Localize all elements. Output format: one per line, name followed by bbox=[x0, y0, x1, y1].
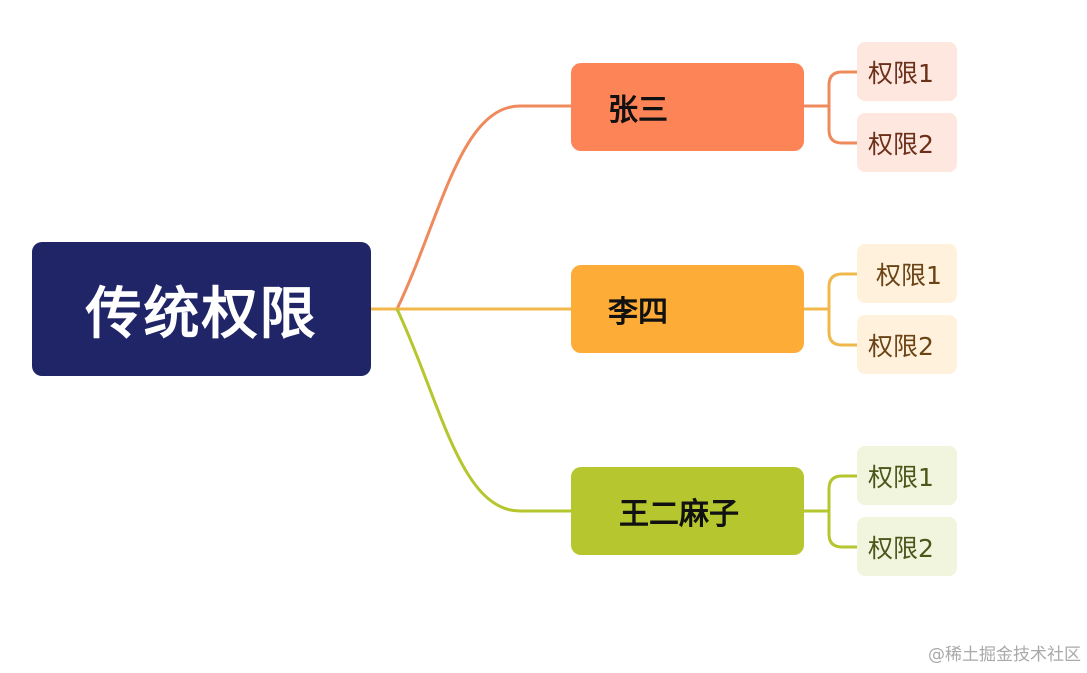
root-node-label: 传统权限 bbox=[85, 281, 318, 347]
connector-branch-1-to-leaf-2 bbox=[827, 106, 857, 145]
connector-branch-3-to-leaf-2 bbox=[827, 511, 857, 549]
connector-branch-3-to-leaf-1 bbox=[804, 474, 857, 513]
leaf-node-2-2-label: 权限2 bbox=[868, 331, 934, 361]
connector-root-to-branch-1 bbox=[371, 104, 571, 311]
connector-branch-2-to-leaf-2 bbox=[827, 309, 857, 347]
leaf-node-2-2[interactable]: 权限2 bbox=[857, 315, 957, 374]
leaf-node-3-1[interactable]: 权限1 bbox=[857, 446, 957, 505]
leaf-node-3-2[interactable]: 权限2 bbox=[857, 517, 957, 576]
watermark: @稀土掘金技术社区 bbox=[928, 645, 1081, 665]
leaf-node-3-1-label: 权限1 bbox=[868, 462, 934, 492]
connector-branch-1-to-leaf-1 bbox=[804, 70, 857, 108]
leaf-node-2-1[interactable]: 权限1 bbox=[857, 244, 957, 303]
leaf-node-1-2-label: 权限2 bbox=[868, 129, 934, 159]
leaf-node-1-2[interactable]: 权限2 bbox=[857, 113, 957, 172]
branch-node-2[interactable]: 李四 bbox=[571, 265, 804, 353]
leaf-node-1-1-label: 权限1 bbox=[868, 58, 934, 88]
branch-node-1-label: 张三 bbox=[608, 93, 668, 128]
branch-node-3[interactable]: 王二麻子 bbox=[571, 467, 804, 555]
connector-root-to-branch-3 bbox=[395, 308, 571, 513]
connector-branch-2-to-leaf-1 bbox=[804, 272, 857, 311]
branch-node-2-label: 李四 bbox=[608, 295, 668, 330]
leaf-node-3-2-label: 权限2 bbox=[868, 533, 934, 563]
leaf-node-1-1[interactable]: 权限1 bbox=[857, 42, 957, 101]
branch-node-3-label: 王二麻子 bbox=[619, 497, 739, 532]
root-node[interactable]: 传统权限 bbox=[32, 242, 371, 376]
leaf-node-2-1-label: 权限1 bbox=[876, 260, 942, 290]
branch-node-1[interactable]: 张三 bbox=[571, 63, 804, 151]
